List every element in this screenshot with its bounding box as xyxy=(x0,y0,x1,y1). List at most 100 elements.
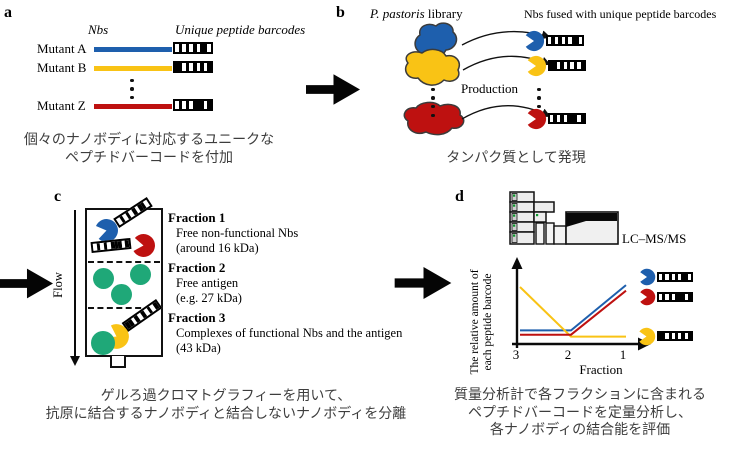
barcode-stripe xyxy=(185,44,190,52)
barcode-stripe xyxy=(182,63,186,71)
barcode-stripe xyxy=(182,44,186,52)
chart-series-line xyxy=(520,289,627,336)
mutant-z-line xyxy=(94,104,172,109)
barcode-stripe xyxy=(185,101,190,109)
library-label-rest: library xyxy=(424,6,463,21)
barcode-stripe xyxy=(578,37,582,44)
barcode-stripe xyxy=(550,115,554,122)
barcode-stripe xyxy=(577,62,581,69)
free-blue-nanobody-icon xyxy=(92,216,122,246)
flow-label: Flow xyxy=(51,272,65,298)
barcode-stripe xyxy=(662,333,666,339)
panel-c-label: c xyxy=(54,188,62,205)
barcode-stripe xyxy=(678,274,682,280)
barcode-stripe xyxy=(668,294,672,300)
barcode-stripe xyxy=(684,274,688,280)
barcode-stripe xyxy=(178,101,183,109)
fraction-1-desc: Free non-functional Nbs xyxy=(176,226,299,240)
barcode-stripe xyxy=(675,333,679,339)
barcode-stripe xyxy=(178,63,183,71)
barcode-stripe xyxy=(675,294,679,300)
barcode-quantity-chart xyxy=(511,257,651,351)
barcode-stripe xyxy=(671,333,676,339)
barcode-stripe xyxy=(665,333,669,339)
legend-red-barcode-icon xyxy=(657,292,693,302)
barcode-stripe xyxy=(554,37,559,44)
barcode-stripe xyxy=(662,294,666,300)
barcode-stripe xyxy=(687,333,691,339)
barcode-stripe xyxy=(561,37,566,44)
barcode-stripe xyxy=(662,274,666,280)
barcode-stripe xyxy=(192,101,197,109)
barcode-stripe xyxy=(671,274,676,280)
blue-nanobody-icon xyxy=(523,30,545,52)
barcode-stripe xyxy=(580,62,584,69)
barcode-stripe xyxy=(571,37,576,44)
barcode-stripe xyxy=(203,44,208,52)
barcode-stripe xyxy=(175,63,179,71)
chart-series-line xyxy=(520,284,627,332)
fraction-2-desc: Free antigen xyxy=(176,276,239,290)
barcode-stripe xyxy=(560,62,564,69)
fraction-3-title: Fraction 3 xyxy=(168,310,226,325)
barcode-stripe xyxy=(207,44,211,52)
fraction-2-title: Fraction 2 xyxy=(168,260,226,275)
panel-c-caption-line2: 抗原に結合するナノボディと結合しないナノボディを分離 xyxy=(45,405,407,421)
barcode-stripe xyxy=(558,37,562,44)
barcode-stripe xyxy=(563,62,568,69)
y-axis-label-line2: each peptide barcode xyxy=(482,273,494,371)
barcode-stripe xyxy=(675,274,679,280)
panel-c-caption-line1: ゲルろ過クロマトグラフィーを用いて、 xyxy=(100,387,352,403)
fraction-3-size: (43 kDa) xyxy=(176,341,221,355)
barcode-stripe xyxy=(200,63,204,71)
barcode-stripe xyxy=(553,62,557,69)
chart-series-line xyxy=(519,286,626,338)
red-nb-barcode-icon xyxy=(548,113,586,124)
chart-x-axis-label: Fraction xyxy=(579,362,623,377)
panel-b-caption: タンパク質として発現 xyxy=(446,149,586,165)
panel-d-caption-line2: ペプチドバーコードを定量分析し、 xyxy=(468,403,692,420)
legend-red-nanobody-icon xyxy=(638,288,656,306)
panel-d-caption: 質量分析計で各フラクションに含まれる ペプチドバーコードを定量分析し、 各ナノボ… xyxy=(438,386,722,439)
fraction-1-title: Fraction 1 xyxy=(168,210,226,225)
barcode-stripe xyxy=(200,101,204,109)
instrument-label: LC–MS/MS xyxy=(622,231,687,246)
mutant-a-label: Mutant A xyxy=(37,41,87,56)
panel-d-caption-line1: 質量分析計で各フラクションに含まれる xyxy=(454,386,706,402)
barcode-stripe xyxy=(175,44,179,52)
barcode-stripe xyxy=(563,115,568,122)
mutant-a-barcode-icon xyxy=(173,42,213,54)
library-label-italic: P. pastoris xyxy=(370,6,425,21)
fraction-3-desc: Complexes of functional Nbs and the anti… xyxy=(176,326,403,340)
barcode-stripe xyxy=(665,294,669,300)
barcode-stripe xyxy=(681,294,685,300)
legend-yellow-barcode-icon xyxy=(657,331,693,341)
x-tick-2: 2 xyxy=(564,347,572,362)
barcode-stripe xyxy=(678,294,682,300)
barcode-stripe xyxy=(573,115,578,122)
legend-blue-nanobody-icon xyxy=(638,268,656,286)
panel-a-label: a xyxy=(4,4,12,21)
barcode-stripe xyxy=(178,44,183,52)
barcode-stripe xyxy=(189,44,193,52)
column-outlet xyxy=(110,356,126,368)
x-tick-1: 1 xyxy=(619,347,627,362)
panel-d-label: d xyxy=(455,188,464,205)
barcode-stripe xyxy=(189,101,193,109)
x-tick-3: 3 xyxy=(512,347,520,362)
legend-yellow-nanobody-icon xyxy=(637,327,656,346)
legend-blue-barcode-icon xyxy=(657,272,693,282)
mutant-z-barcode-icon xyxy=(173,99,213,111)
barcode-stripe xyxy=(577,115,581,122)
free-red-nanobody-icon xyxy=(130,232,157,259)
barcode-stripe xyxy=(189,63,193,71)
mutant-b-label: Mutant B xyxy=(37,60,87,75)
barcode-stripe xyxy=(196,101,201,109)
barcode-stripe xyxy=(570,115,574,122)
barcode-stripe xyxy=(573,62,578,69)
barcode-stripe xyxy=(567,115,571,122)
mutant-a-line xyxy=(94,47,172,52)
barcode-stripe xyxy=(556,115,561,122)
panel-c-caption: ゲルろ過クロマトグラフィーを用いて、 抗原に結合するナノボディと結合しないナノボ… xyxy=(28,386,424,422)
